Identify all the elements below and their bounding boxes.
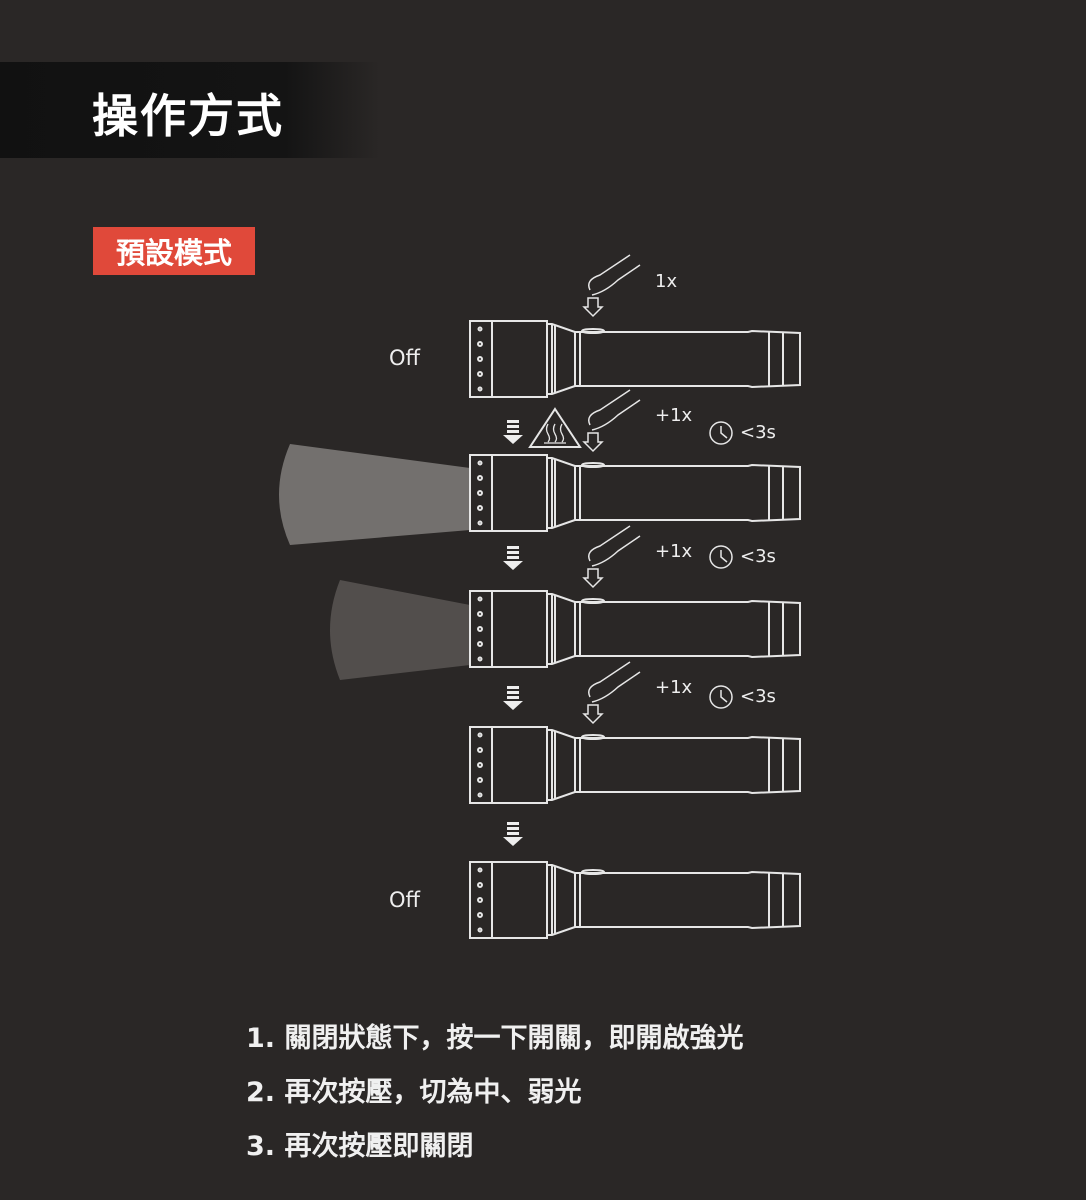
press-count: +1x — [655, 541, 693, 562]
mode-badge: 預設模式 — [93, 227, 255, 275]
clock-icon — [709, 421, 733, 445]
time-limit: <3s — [740, 546, 776, 567]
state-label-off: Off — [389, 346, 420, 370]
flashlight-low — [469, 726, 801, 804]
heat-warning-icon — [528, 407, 582, 448]
down-arrow-icon — [503, 822, 523, 846]
clock-icon — [709, 545, 733, 569]
finger-press-icon — [583, 525, 641, 588]
time-limit: <3s — [740, 686, 776, 707]
instruction-3: 3. 再次按壓即關閉 — [246, 1131, 474, 1162]
flashlight-off-1 — [469, 320, 801, 398]
title-brush-stroke — [0, 62, 380, 158]
press-count: +1x — [655, 405, 693, 426]
time-limit: <3s — [740, 422, 776, 443]
state-label-off: Off — [389, 888, 420, 912]
flashlight-off-2 — [469, 861, 801, 939]
press-count: 1x — [655, 271, 678, 292]
down-arrow-icon — [503, 546, 523, 570]
finger-press-icon — [583, 661, 641, 724]
flashlight-high — [469, 454, 801, 532]
down-arrow-icon — [503, 686, 523, 710]
strong-light-beam — [279, 444, 470, 545]
down-arrow-icon — [503, 420, 523, 444]
clock-icon — [709, 685, 733, 709]
flashlight-medium — [469, 590, 801, 668]
page-title: 操作方式 — [92, 89, 284, 143]
medium-light-beam — [330, 580, 470, 680]
finger-press-icon — [583, 254, 641, 317]
press-count: +1x — [655, 677, 693, 698]
finger-press-icon — [583, 389, 641, 452]
instruction-2: 2. 再次按壓，切為中、弱光 — [246, 1077, 582, 1108]
instruction-1: 1. 關閉狀態下，按一下開關，即開啟強光 — [246, 1023, 744, 1054]
